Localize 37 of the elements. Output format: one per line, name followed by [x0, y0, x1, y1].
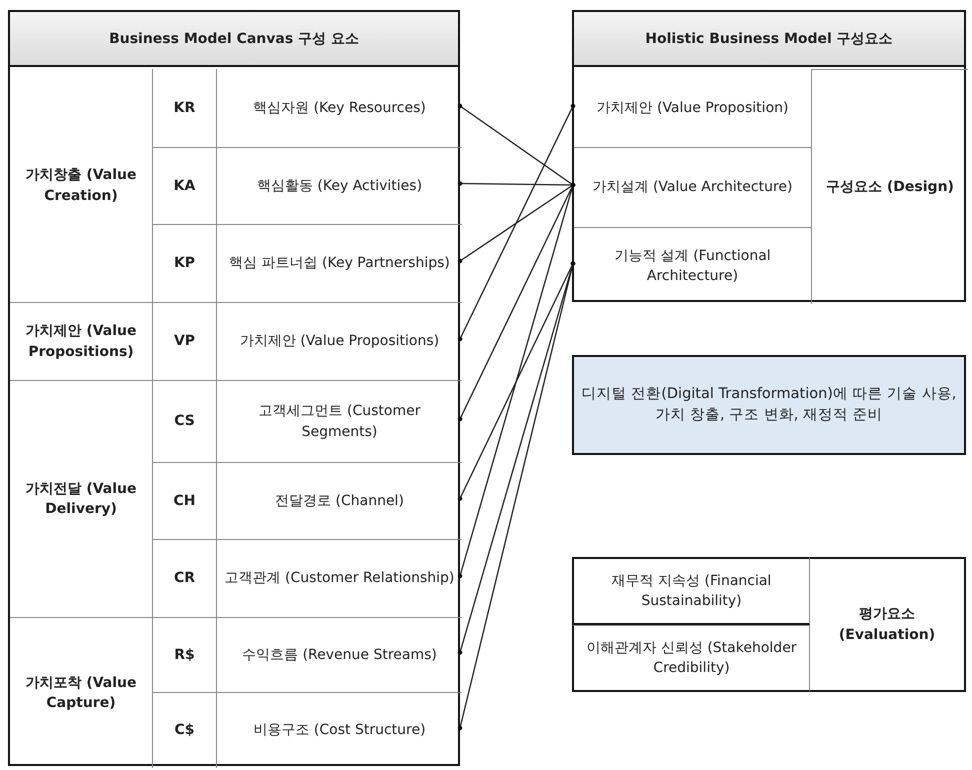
- criterion-cell: 재무적 지속성 (Financial Sustainability): [572, 557, 810, 625]
- component-cell-text: 전달경로 (Channel): [274, 492, 405, 511]
- group-cell: 가치포착 (Value Capture): [10, 617, 152, 768]
- abbreviation-cell: R$: [152, 618, 217, 692]
- component-cell: 기능적 설계 (Functional Architecture): [574, 227, 812, 304]
- component-cell-text: 고객관계 (Customer Relationship): [224, 569, 456, 588]
- abbreviation-cell: C$: [152, 693, 217, 768]
- connector-line: [458, 182, 576, 578]
- abbreviation-cell: CR: [152, 540, 217, 617]
- group-cell: 가치창출 (Value Creation): [10, 69, 152, 302]
- abbreviation-cell: KP: [152, 225, 217, 302]
- component-cell-text: 핵심활동 (Key Activities): [256, 176, 424, 196]
- component-cell-text: 비용구조 (Cost Structure): [252, 721, 427, 740]
- table-header: Business Model Canvas 구성 요소: [10, 12, 458, 67]
- table-header: Holistic Business Model 구성요소: [574, 12, 964, 67]
- component-cell: 가치설계 (Value Architecture): [574, 147, 812, 227]
- abbreviation-cell: CH: [152, 463, 217, 539]
- component-cell-text: 수익흐름 (Revenue Streams): [241, 646, 438, 665]
- category-cell: 구성요소 (Design): [812, 69, 968, 304]
- abbreviation-cell: VP: [152, 303, 217, 380]
- component-cell-text: 핵심자원 (Key Resources): [252, 98, 427, 118]
- component-cell-text: 가치제안 (Value Propositions): [238, 332, 440, 352]
- group-cell: 가치전달 (Value Delivery): [10, 380, 152, 617]
- note-box: 디지털 전환(Digital Transformation)에 따른 기술 사용, 가치 창출, 구조 변화, 재정적 준비: [572, 355, 966, 455]
- abbreviation-cell: KR: [152, 69, 217, 147]
- group-cell: 가치제안 (Value Propositions): [10, 302, 152, 380]
- table-frame: [8, 10, 460, 766]
- table-frame: [572, 10, 966, 302]
- component-cell-text: 핵심 파트너쉽 (Key Partnerships): [228, 254, 451, 274]
- criterion-cell: 이해관계자 신뢰성 (Stakeholder Credibility): [572, 625, 810, 692]
- component-cell: 가치제안 (Value Proposition): [574, 69, 812, 147]
- connector-line: [458, 104, 576, 342]
- component-cell-text: 고객세그먼트 (Customer Segments): [258, 402, 422, 442]
- abbreviation-cell: CS: [152, 381, 217, 462]
- abbreviation-cell: KA: [152, 148, 217, 224]
- connector-line: [458, 261, 576, 730]
- category-cell: 평가요소 (Evaluation): [810, 557, 966, 692]
